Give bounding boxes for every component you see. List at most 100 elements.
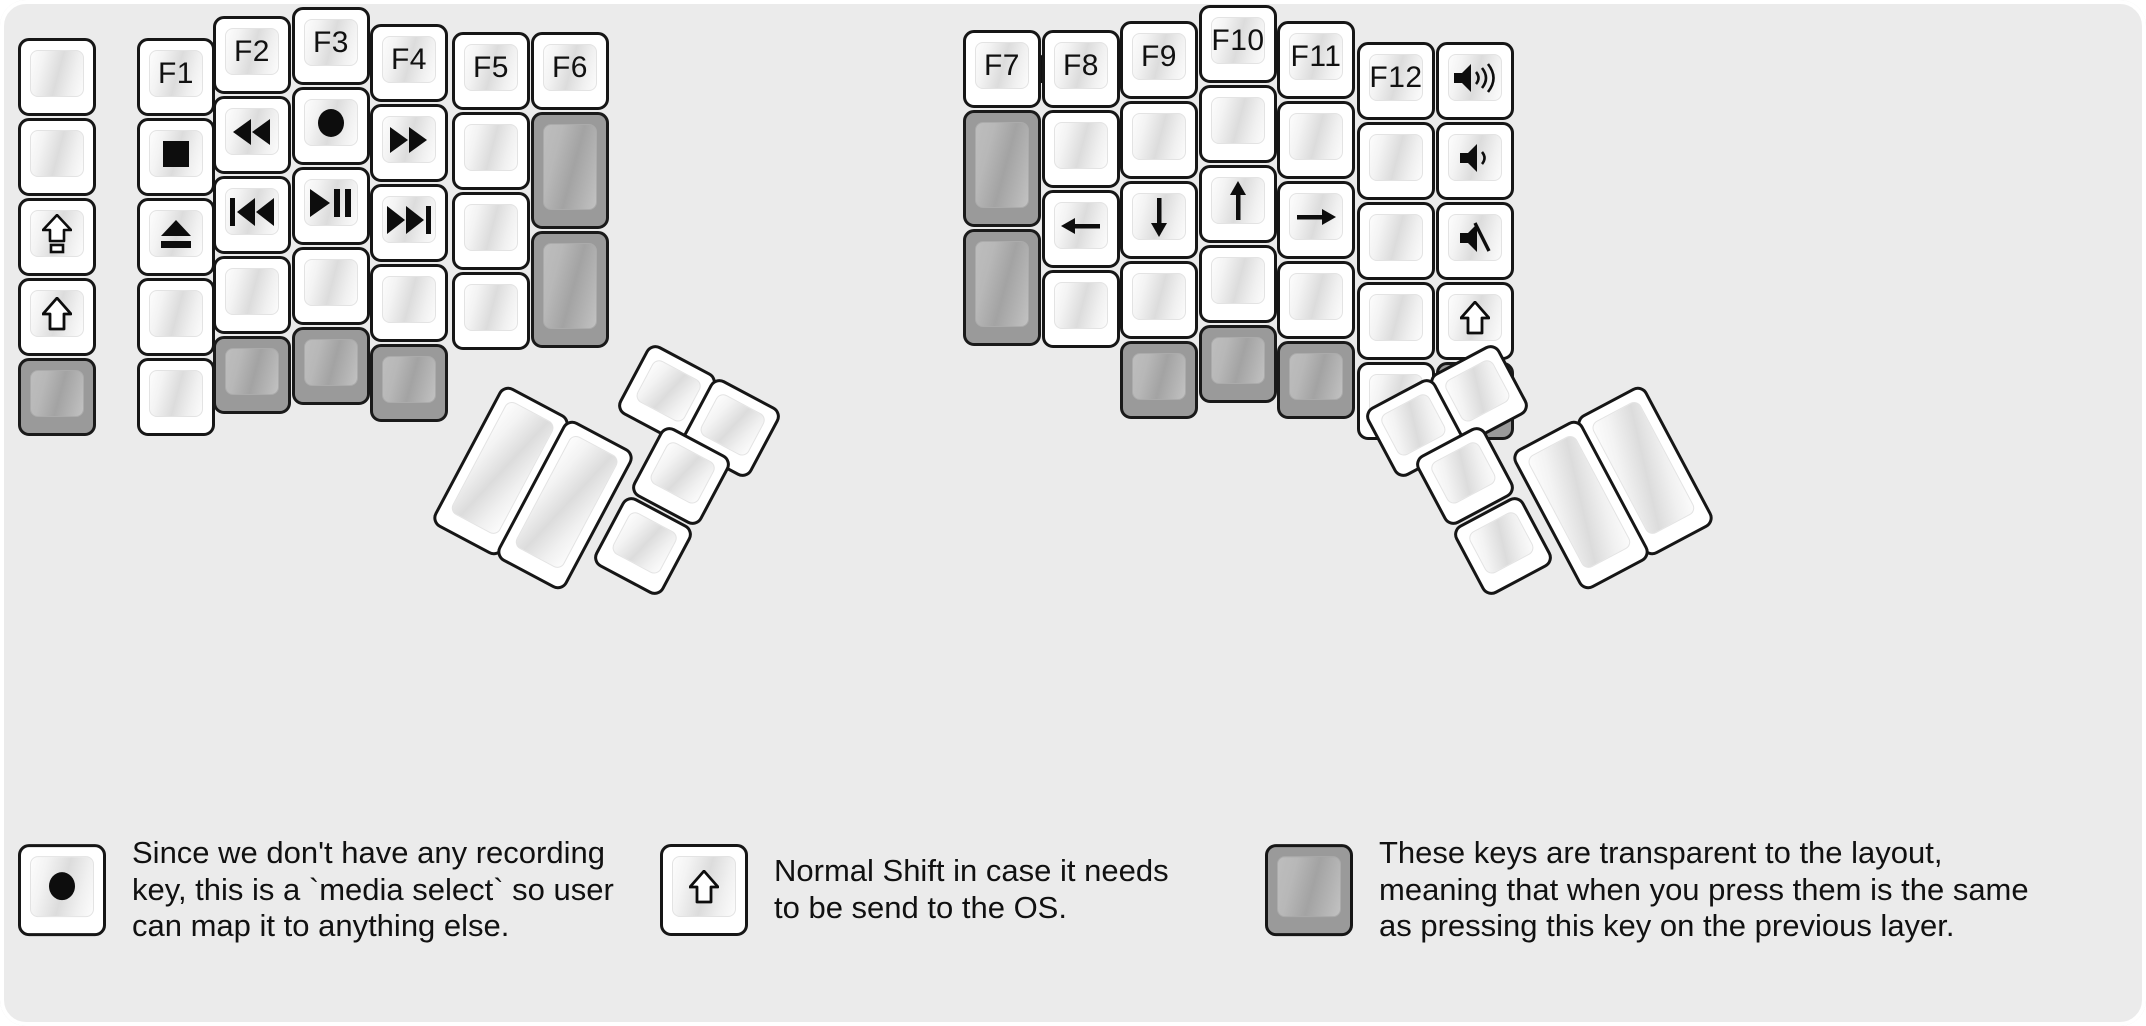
key-left-index-2[interactable] <box>370 184 448 262</box>
key-right-middle-0[interactable]: F10 <box>1199 5 1277 83</box>
key-left-pinky-outer-4[interactable] <box>18 358 96 436</box>
key-right-pinky-3[interactable] <box>1357 282 1435 360</box>
key-left-inner-most-2[interactable] <box>531 231 609 348</box>
keycap-surface: F1 <box>149 50 203 97</box>
key-left-middle-4[interactable] <box>292 327 370 405</box>
keycap-surface <box>149 210 203 257</box>
key-right-inner-most-1[interactable] <box>963 110 1041 227</box>
keycap-surface: F2 <box>225 28 279 75</box>
key-right-index-0[interactable]: F9 <box>1120 21 1198 99</box>
key-left-pinky-2[interactable] <box>137 198 215 276</box>
keycap-surface <box>149 130 203 177</box>
keycap-surface <box>1448 214 1502 261</box>
keycap-surface <box>304 339 358 386</box>
key-right-index-inner-3[interactable] <box>1042 270 1120 348</box>
eject-icon <box>160 219 192 249</box>
key-left-inner-most-0[interactable]: F6 <box>531 32 609 110</box>
key-left-index-4[interactable] <box>370 344 448 422</box>
keycap-surface: F10 <box>1211 17 1265 64</box>
keycap-surface <box>1132 113 1186 160</box>
key-left-pinky-4[interactable] <box>137 358 215 436</box>
key-right-index-inner-0[interactable]: F8 <box>1042 30 1120 108</box>
key-right-index-inner-1[interactable] <box>1042 110 1120 188</box>
keycap-surface <box>225 268 279 315</box>
key-right-middle-4[interactable] <box>1199 325 1277 403</box>
key-left-middle-0[interactable]: F3 <box>292 7 370 85</box>
volume-down-icon <box>1458 141 1492 175</box>
key-right-pinky-0[interactable]: F12 <box>1357 42 1435 120</box>
key-left-pinky-outer-1[interactable] <box>18 118 96 196</box>
key-right-pinky-2[interactable] <box>1357 202 1435 280</box>
key-right-inner-most-2[interactable] <box>963 229 1041 346</box>
key-left-index-inner-3[interactable] <box>452 272 530 350</box>
keycap-surface <box>543 124 597 210</box>
key-left-index-inner-1[interactable] <box>452 112 530 190</box>
key-right-pinky-outer-3[interactable] <box>1436 282 1514 360</box>
capslock-arrow-icon <box>42 213 72 254</box>
key-left-index-inner-0[interactable]: F5 <box>452 32 530 110</box>
key-left-pinky-3[interactable] <box>137 278 215 356</box>
key-left-index-inner-2[interactable] <box>452 192 530 270</box>
key-left-pinky-outer-2[interactable] <box>18 198 96 276</box>
key-left-pinky-1[interactable] <box>137 118 215 196</box>
key-left-pinky-outer-0[interactable] <box>18 38 96 116</box>
keycap-surface <box>1428 439 1499 507</box>
shift-arrow-icon <box>1460 300 1490 335</box>
keycap-surface <box>1289 353 1343 400</box>
keycap-surface: F11 <box>1289 33 1343 80</box>
key-left-inner-most-1[interactable] <box>531 112 609 229</box>
key-right-ring-0[interactable]: F11 <box>1277 21 1355 99</box>
key-right-pinky-outer-0[interactable] <box>1436 42 1514 120</box>
keycap-surface: F9 <box>1132 33 1186 80</box>
key-right-ring-1[interactable] <box>1277 101 1355 179</box>
keycap-surface <box>609 509 680 577</box>
key-left-ring-4[interactable] <box>213 336 291 414</box>
keycap-surface <box>304 179 358 226</box>
key-left-ring-3[interactable] <box>213 256 291 334</box>
key-right-pinky-1[interactable] <box>1357 122 1435 200</box>
key-right-pinky-outer-1[interactable] <box>1436 122 1514 200</box>
keycap-surface <box>1369 134 1423 181</box>
keycap-label: F10 <box>1211 23 1265 57</box>
legend-sample-key-1 <box>18 843 106 936</box>
keycap-surface <box>1211 97 1265 144</box>
keycap-surface <box>1054 282 1108 329</box>
key-right-middle-2[interactable] <box>1199 165 1277 243</box>
key-right-index-inner-2[interactable] <box>1042 190 1120 268</box>
key-left-ring-1[interactable] <box>213 96 291 174</box>
key-right-ring-3[interactable] <box>1277 261 1355 339</box>
next-track-icon <box>387 205 431 234</box>
key-left-pinky-0[interactable]: F1 <box>137 38 215 116</box>
key-right-index-4[interactable] <box>1120 341 1198 419</box>
keycap-surface <box>1277 855 1341 917</box>
key-left-ring-0[interactable]: F2 <box>213 16 291 94</box>
key-right-middle-3[interactable] <box>1199 245 1277 323</box>
prev-track-icon <box>230 197 274 226</box>
keycap-surface <box>1448 294 1502 341</box>
key-right-index-3[interactable] <box>1120 261 1198 339</box>
key-left-middle-2[interactable] <box>292 167 370 245</box>
key-left-index-0[interactable]: F4 <box>370 24 448 102</box>
key-right-ring-4[interactable] <box>1277 341 1355 419</box>
key-right-index-1[interactable] <box>1120 101 1198 179</box>
keycap-surface <box>1211 177 1265 224</box>
key-left-index-1[interactable] <box>370 104 448 182</box>
key-left-middle-3[interactable] <box>292 247 370 325</box>
key-left-ring-2[interactable] <box>213 176 291 254</box>
key-left-middle-1[interactable] <box>292 87 370 165</box>
keycap-surface <box>1369 214 1423 261</box>
keycap-surface <box>382 276 436 323</box>
keycap-surface: F4 <box>382 36 436 83</box>
key-left-pinky-outer-3[interactable] <box>18 278 96 356</box>
legend-item-2: Normal Shift in case it needs to be send… <box>660 844 1169 936</box>
key-right-pinky-outer-2[interactable] <box>1436 202 1514 280</box>
key-left-index-3[interactable] <box>370 264 448 342</box>
key-right-index-2[interactable] <box>1120 181 1198 259</box>
keycap-surface <box>1211 257 1265 304</box>
key-right-ring-2[interactable] <box>1277 181 1355 259</box>
key-right-inner-most-0[interactable]: F7 <box>963 30 1041 108</box>
key-right-middle-1[interactable] <box>1199 85 1277 163</box>
arrow-down-icon <box>1146 197 1172 237</box>
keycap-surface <box>1448 54 1502 101</box>
